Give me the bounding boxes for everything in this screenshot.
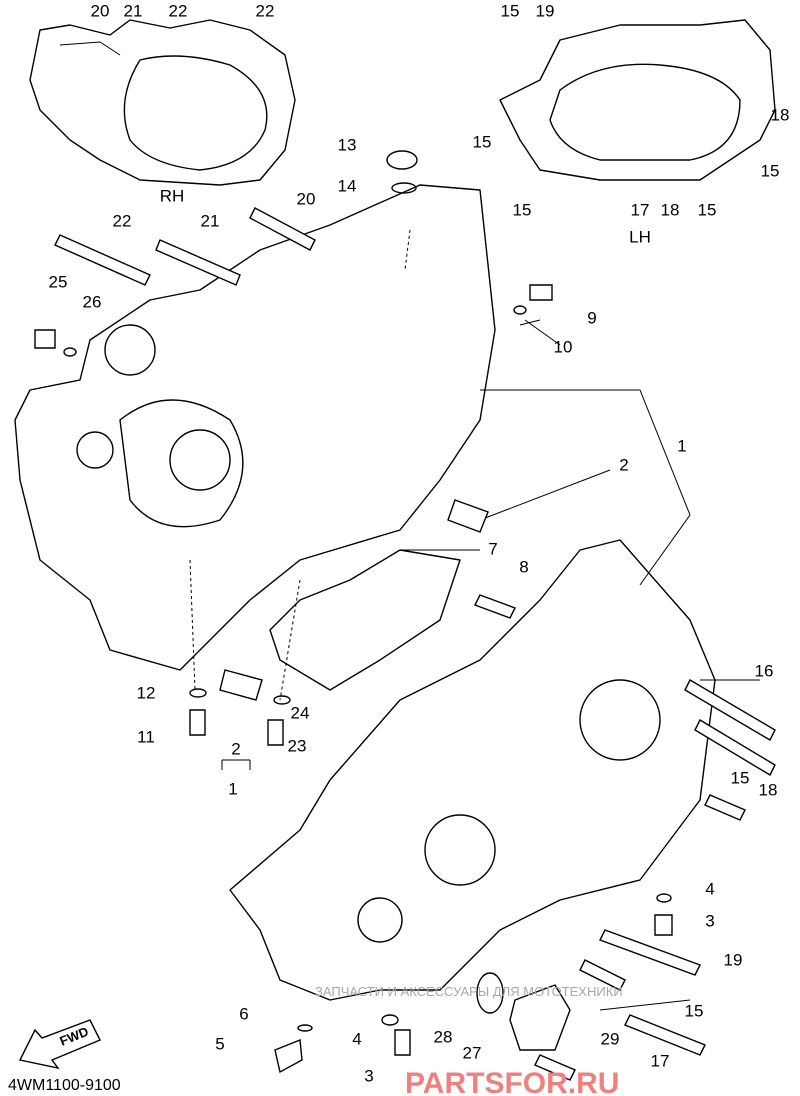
part-callout: 23: [288, 736, 307, 755]
part-callout: 22: [256, 1, 275, 20]
part-callout: 9: [587, 308, 596, 327]
part-callout: 15: [513, 200, 532, 219]
part-callout: 21: [201, 211, 220, 230]
cover-plate: [269, 549, 461, 691]
watermark-line1: ЗАПЧАСТИ И АКСЕССУАРЫ ДЛЯ МОТОТЕХНИКИ: [315, 984, 623, 999]
part-callout: 17: [651, 1051, 670, 1070]
part-callout: 22: [169, 1, 188, 20]
part-callout: 15: [731, 768, 750, 787]
part-callout: 3: [364, 1066, 373, 1085]
part-callout: 11: [137, 727, 155, 746]
rh-crankcase-inset: [29, 19, 296, 186]
part-callout: 12: [137, 683, 156, 702]
part-callout: 20: [91, 1, 110, 20]
part-callout: 21: [124, 1, 143, 20]
part-callout: 1: [228, 779, 237, 798]
part-callout: 14: [338, 176, 357, 195]
part-callout: 28: [434, 1027, 453, 1046]
part-callout: 16: [755, 661, 774, 680]
part-callout: 17: [631, 200, 650, 219]
right-crankcase-half: [14, 184, 496, 671]
part-callout: 15: [698, 200, 717, 219]
part-callout: 8: [519, 557, 528, 576]
part-callout: 4: [705, 879, 714, 898]
part-callout: 27: [463, 1043, 482, 1062]
small-parts: [63, 150, 672, 1051]
fwd-arrow: FWD: [18, 1019, 101, 1070]
part-callout: 15: [501, 1, 520, 20]
part-callout: 13: [338, 135, 357, 154]
leader-lines: [221, 319, 761, 1011]
lh-inset-title: LH: [629, 227, 651, 246]
part-callout: 20: [297, 189, 316, 208]
part-callout: 19: [536, 1, 555, 20]
part-callout: 3: [705, 911, 714, 930]
alignment-lines: [189, 229, 411, 701]
part-callout: 6: [239, 1004, 248, 1023]
part-callout: 15: [473, 132, 492, 151]
part-callout: 26: [83, 292, 102, 311]
part-callout: 29: [601, 1029, 620, 1048]
part-callout: 15: [685, 1001, 704, 1020]
bolts: [34, 207, 776, 1081]
part-callout: 2: [231, 739, 240, 758]
part-callout: 22: [113, 211, 132, 230]
part-callout: 2: [619, 455, 628, 474]
part-callout: 18: [771, 105, 790, 124]
part-callout: 24: [291, 703, 310, 722]
part-callout: 15: [761, 161, 780, 180]
part-callout: 5: [215, 1034, 224, 1053]
watermark-line2: PARTSFOR.RU: [405, 1067, 619, 1096]
left-crankcase-half: [229, 539, 716, 1001]
part-callout: 19: [724, 950, 743, 969]
part-callout: 25: [49, 272, 68, 291]
part-callout: 18: [759, 780, 778, 799]
part-callout: 1: [677, 436, 686, 455]
lh-crankcase-inset: [499, 19, 776, 181]
part-callout: 7: [488, 539, 497, 558]
diagram-code: 4WM1100-9100: [8, 1077, 121, 1094]
watermark: ЗАПЧАСТИ И АКСЕССУАРЫ ДЛЯ МОТОТЕХНИКИ PA…: [315, 984, 623, 1096]
part-callout: 4: [352, 1029, 361, 1048]
rh-inset-title: RH: [160, 186, 185, 205]
part-callout: 18: [661, 200, 680, 219]
part-callout: 10: [554, 337, 573, 356]
